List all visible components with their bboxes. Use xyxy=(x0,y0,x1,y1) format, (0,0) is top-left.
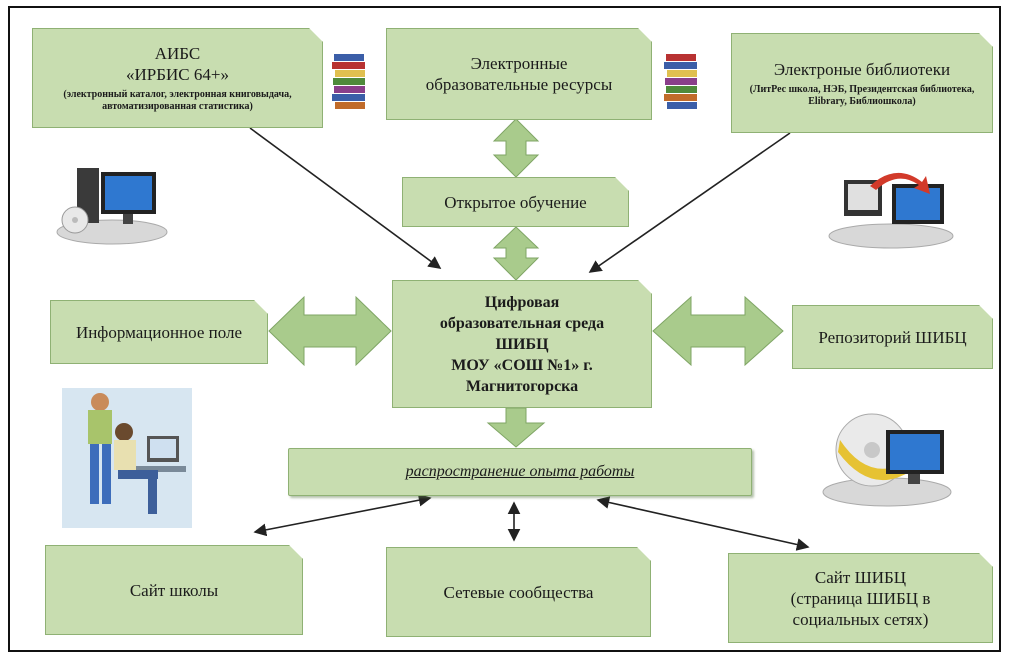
book-stack-icon xyxy=(664,54,697,109)
block-arrow-center-spread xyxy=(486,407,546,448)
block-arrow-open-center xyxy=(492,226,540,281)
open-label: Открытое обучение xyxy=(444,192,587,212)
box-shibc: Сайт ШИБЦ (страница ШИБЦ в социальных се… xyxy=(728,553,993,643)
box-net: Сетевые сообщества xyxy=(386,547,651,637)
net-label: Сетевые сообщества xyxy=(443,582,594,602)
center-line5: Магнитогорска xyxy=(465,377,579,395)
people-at-computer-icon xyxy=(62,388,192,528)
block-arrow-center-repo xyxy=(652,295,784,367)
line-elib-center xyxy=(588,132,791,273)
block-arrow-info-center xyxy=(268,295,392,367)
elib-title: Электроные библиотеки xyxy=(773,59,951,79)
spread-label: распространение опыта работы xyxy=(405,463,635,480)
box-center: Цифровая образовательная среда ШИБЦ МОУ … xyxy=(392,280,652,408)
aibs-title: АИБС xyxy=(154,44,201,63)
shibc-line2: (страница ШИБЦ в xyxy=(790,588,931,608)
center-line2: образовательная среда xyxy=(439,314,605,332)
shibc-line1: Сайт ШИБЦ xyxy=(814,567,907,587)
box-eor: Электронные образовательные ресурсы xyxy=(386,28,652,120)
eor-line1: Электронные xyxy=(470,54,568,73)
eor-line2: образовательные ресурсы xyxy=(425,75,613,94)
box-open: Открытое обучение xyxy=(402,177,629,227)
aibs-subtitle: «ИРБИС 64+» xyxy=(126,65,229,84)
computer-cd-icon xyxy=(822,413,952,507)
shibc-line3: социальных сетях) xyxy=(792,609,929,629)
computer-disc-icon xyxy=(56,168,168,245)
center-line1: Цифровая xyxy=(484,293,560,311)
info-label: Информационное поле xyxy=(75,322,243,342)
box-aibs: АИБС «ИРБИС 64+» (электронный каталог, э… xyxy=(32,28,323,128)
computer-arrow-icon xyxy=(828,172,954,249)
line-spread-site xyxy=(253,493,432,537)
site-label: Сайт школы xyxy=(129,580,219,600)
box-site: Сайт школы xyxy=(45,545,303,635)
box-spread: распространение опыта работы xyxy=(288,448,752,496)
aibs-note: (электронный каталог, электронная книгов… xyxy=(63,89,292,112)
book-stack-icon xyxy=(332,54,365,109)
box-repo: Репозиторий ШИБЦ xyxy=(792,305,993,369)
line-aibs-center xyxy=(249,127,442,269)
line-spread-shibc xyxy=(596,496,810,551)
box-info: Информационное поле xyxy=(50,300,268,364)
center-line3: ШИБЦ xyxy=(495,335,549,353)
center-line4: МОУ «СОШ №1» г. xyxy=(451,356,593,374)
block-arrow-eor-open xyxy=(492,118,540,178)
repo-label: Репозиторий ШИБЦ xyxy=(818,327,967,347)
box-elib: Электроные библиотеки (ЛитРес школа, НЭБ… xyxy=(731,33,993,133)
elib-note: (ЛитРес школа, НЭБ, Президентская библио… xyxy=(749,83,975,107)
